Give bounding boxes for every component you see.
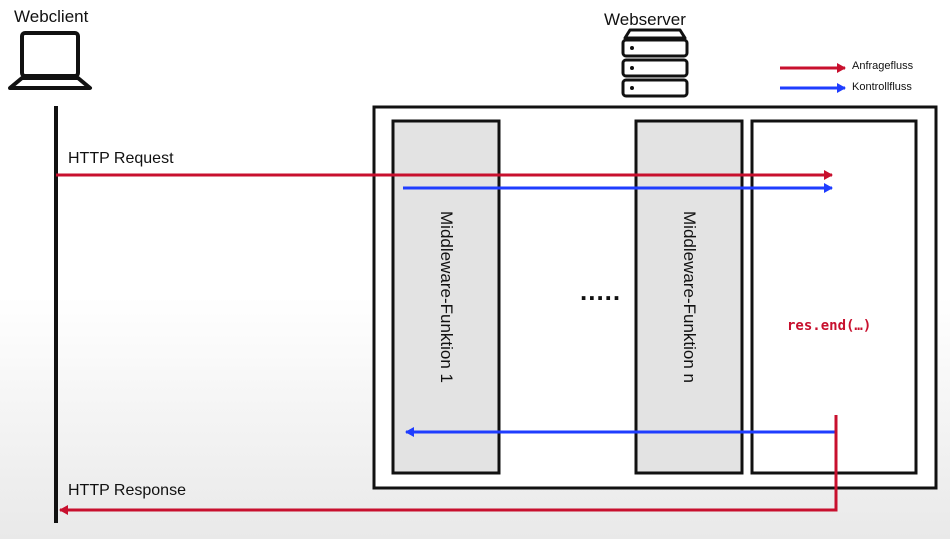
laptop-icon — [8, 31, 92, 90]
legend-request-label: Anfragefluss — [852, 60, 914, 72]
client-title: Webclient — [14, 7, 89, 26]
server-icon — [621, 28, 689, 98]
http-request-label: HTTP Request — [68, 150, 174, 167]
http-response-arrow — [59, 415, 838, 515]
middleware-column-1 — [391, 119, 501, 475]
handler-column — [750, 119, 918, 475]
http-response-label: HTTP Response — [68, 482, 186, 499]
server-title: Webserver — [604, 10, 686, 29]
middleware-column-n — [634, 119, 744, 475]
middleware-ellipsis: ..... — [580, 276, 622, 306]
middleware-1-label: Middleware-Funktion 1 — [437, 211, 456, 383]
legend-control-label: Kontrollfluss — [852, 81, 912, 93]
handler-code: res.end(…) — [787, 318, 872, 334]
middleware-n-label: Middleware-Funktion n — [680, 211, 699, 383]
